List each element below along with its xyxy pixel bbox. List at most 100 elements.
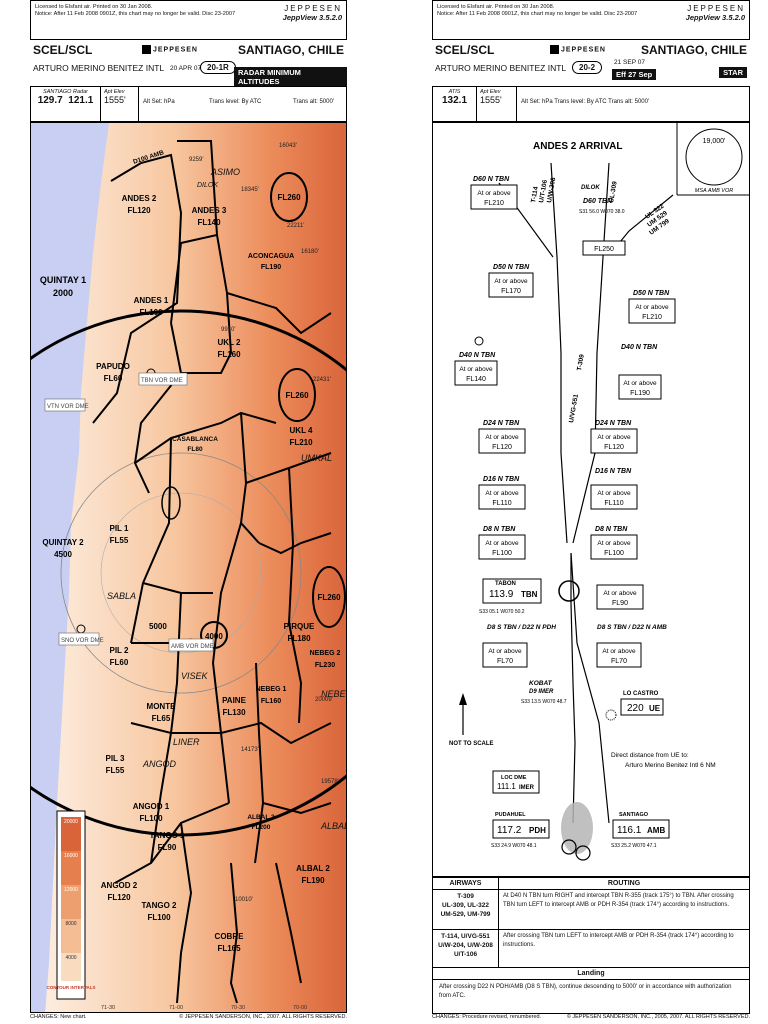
navaid-name: TABON bbox=[495, 581, 516, 587]
elevation-label: Apt Elev bbox=[480, 89, 501, 95]
sector-boundaries bbox=[92, 140, 332, 1004]
sector-label: PIL 2 bbox=[110, 646, 130, 655]
longitude-label: 70-30 bbox=[231, 1005, 245, 1011]
routing-header: ROUTING bbox=[499, 878, 749, 890]
logo-mark-icon bbox=[550, 45, 559, 54]
loc-dme: LOC DME 111.1 IMER bbox=[492, 770, 540, 794]
navaid-name: PUDAHUEL bbox=[495, 812, 526, 818]
landing-text: After crossing D22 N PDH/AMB (D8 S TBN),… bbox=[439, 984, 732, 999]
radar-map-svg: D100 AMB ANDES 2 FL120 ANDES 3 FL140 AND… bbox=[31, 123, 347, 1012]
lo-castro-ndb: LO CASTRO 220 UE bbox=[605, 691, 664, 721]
fix-condition: At or above bbox=[485, 490, 519, 497]
fix-coords: S33 13.5 W070 48.7 bbox=[521, 699, 567, 705]
logo-mark-icon bbox=[142, 45, 151, 54]
sector-label: ACONCAGUA bbox=[248, 253, 294, 260]
longitude-label: 71-00 bbox=[169, 1005, 183, 1011]
fix-condition: At or above bbox=[597, 434, 631, 441]
sector-label: COBRE bbox=[215, 932, 245, 941]
fix-label: NEBEG bbox=[321, 689, 347, 699]
navaid-coords: S33 05.1 W070 50.2 bbox=[479, 609, 525, 615]
route-lines bbox=[498, 162, 674, 824]
sector-label: TANGO 1 bbox=[150, 831, 186, 840]
atis-label: ATIS bbox=[448, 89, 461, 95]
airport-area bbox=[561, 802, 593, 854]
navaid-frequency: 117.2 bbox=[497, 825, 522, 836]
radar-map: D100 AMB ANDES 2 FL120 ANDES 3 FL140 AND… bbox=[30, 122, 347, 1013]
amb-vor-icon bbox=[575, 845, 591, 861]
viewer-version: JeppView 3.5.2.0 bbox=[282, 13, 342, 22]
arrival-diagram-svg: 19,000' MSA AMB VOR ANDES 2 ARRIVAL U/W-… bbox=[449, 123, 749, 861]
effective-date: Eff 27 Sep bbox=[612, 69, 657, 80]
sector-label: ALBAL 3 bbox=[247, 814, 275, 821]
sector-altitude: FL210 bbox=[289, 438, 313, 447]
sector-altitude: FL55 bbox=[110, 536, 129, 545]
brand-name: JEPPESEN bbox=[284, 4, 342, 13]
airway-list: T-114, U/VG-551 U/W-204, U/W-208 U/T-106 bbox=[433, 930, 499, 967]
msa-altitude: 19,000' bbox=[703, 138, 726, 145]
ndb-frequency: 220 bbox=[627, 703, 644, 714]
arrival-title: ANDES 2 ARRIVAL bbox=[533, 141, 622, 152]
sector-altitude: FL60 bbox=[104, 374, 123, 383]
fix-coords: S31 56.0 W070 38.0 bbox=[579, 209, 625, 215]
sector-label: ALBAL 2 bbox=[296, 864, 330, 873]
logo-text: JEPPESEN bbox=[561, 46, 606, 54]
compass-rose bbox=[60, 452, 302, 694]
elevation-value: 1555' bbox=[480, 95, 502, 105]
sector-label: PAPUDO bbox=[96, 362, 130, 371]
sector-altitude: FL165 bbox=[217, 944, 241, 953]
legend-value: 12000 bbox=[64, 887, 78, 893]
fix-altitude: FL250 bbox=[594, 246, 614, 253]
sector-label: CASABLANCA bbox=[172, 436, 218, 443]
airways-header: AIRWAYS bbox=[433, 878, 499, 890]
pudahuel-navaid: PUDAHUEL 117.2 PDH S33 24.9 W070 48.1 bbox=[491, 812, 550, 849]
legend-value: 8000 bbox=[65, 921, 76, 927]
spot-height: 22211' bbox=[287, 223, 304, 229]
spot-height: 19578' bbox=[321, 779, 339, 785]
transition-altitude: Trans alt: 5000' bbox=[293, 99, 334, 105]
altimeter-setting: Alt Set: hPa Trans level: By ATC Trans a… bbox=[521, 99, 650, 105]
altimeter-setting: Alt Set: hPa bbox=[143, 99, 175, 105]
navaid-frequency: 113.9 bbox=[489, 589, 514, 600]
legend-title: CONTOUR INTERVALS bbox=[46, 985, 95, 990]
fix-altitude: FL140 bbox=[466, 376, 486, 383]
svg-text:T-114: T-114 bbox=[530, 186, 540, 204]
navaid-id: TBN bbox=[521, 590, 538, 599]
radar-frequency: 129.7 bbox=[37, 95, 63, 106]
fix-name: DILOK bbox=[581, 185, 600, 191]
fix-condition: At or above bbox=[485, 540, 519, 547]
fix-name: D8 N TBN bbox=[595, 526, 628, 533]
sector-label: QUINTAY 2 bbox=[42, 538, 84, 547]
fix-name: D24 N TBN bbox=[483, 420, 520, 427]
sector-altitude: FL230 bbox=[315, 662, 335, 669]
fix-altitude: FL70 bbox=[611, 658, 627, 665]
elevation-cell: Apt Elev 1555' bbox=[101, 87, 139, 121]
fix-altitude: FL170 bbox=[501, 288, 521, 295]
fix-condition: At or above bbox=[603, 590, 637, 597]
navaid-labels: TBN VOR DME VTN VOR DME SNO VOR DME AMB … bbox=[44, 372, 214, 652]
elevation-mark: 4000 bbox=[205, 632, 223, 641]
chart-index: 20-1R bbox=[200, 61, 236, 74]
fix-altitude: FL100 bbox=[604, 550, 624, 557]
fix-name: D8 S TBN / D22 N AMB bbox=[597, 624, 667, 631]
svg-text:U/T-106: U/T-106 bbox=[538, 179, 549, 203]
legend-value: 16000 bbox=[64, 853, 78, 859]
navaid-coords: S33 24.9 W070 48.1 bbox=[491, 843, 537, 849]
fix-altitude: FL70 bbox=[497, 658, 513, 665]
license-line: Licensed to Elsfant air. Printed on 30 J… bbox=[35, 4, 153, 10]
santiago-navaid: SANTIAGO 116.1 AMB S33 25.2 W070 47.1 bbox=[611, 812, 670, 849]
sector-altitude: FL90 bbox=[158, 843, 177, 852]
airport-name: ARTURO MERINO BENITEZ INTL bbox=[33, 63, 165, 73]
fix-altitude: FL110 bbox=[604, 500, 623, 507]
fix-condition: At or above bbox=[602, 648, 636, 655]
fix-sub: D9 IMER bbox=[529, 689, 554, 695]
fix-name: D8 S TBN / D22 N PDH bbox=[487, 624, 556, 631]
jeppesen-logo: JEPPESEN bbox=[142, 45, 198, 54]
fix-altitude: FL210 bbox=[642, 314, 662, 321]
fix-altitude: FL120 bbox=[604, 444, 624, 451]
ndb-id: UE bbox=[649, 704, 661, 713]
routing-table: AIRWAYS ROUTING T-309 UL-309, UL-322 UM-… bbox=[432, 877, 750, 1014]
chart-header: SCEL/SCL ARTURO MERINO BENITEZ INTL JEPP… bbox=[432, 43, 750, 86]
sector-altitude: FL190 bbox=[301, 876, 325, 885]
kobat-fix: KOBAT D9 IMER S33 13.5 W070 48.7 bbox=[521, 680, 567, 705]
msa-label: MSA AMB VOR bbox=[695, 188, 733, 194]
